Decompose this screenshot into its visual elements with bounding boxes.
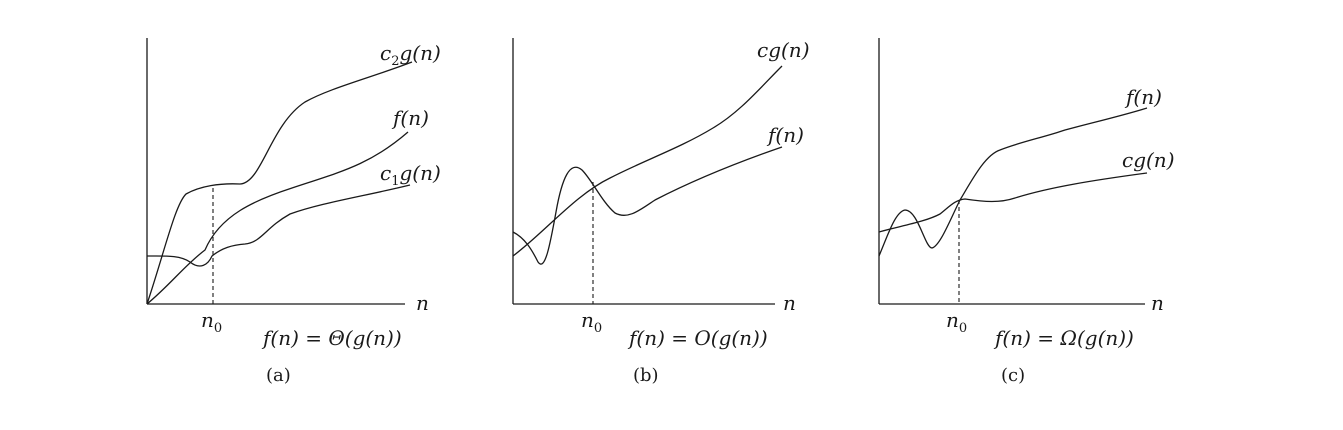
panel-a: c2g(n) f(n) c1g(n) n n0 f(n) = Θ(g(n)) (… xyxy=(146,38,441,386)
panel-c-f-curve xyxy=(878,107,1148,257)
panel-a-f-label: f(n) xyxy=(391,106,429,130)
panel-c-x-axis-label: n xyxy=(1151,291,1164,315)
panel-a-c1g-label: c1g(n) xyxy=(380,161,441,189)
panel-c-equation: f(n) = Ω(g(n)) xyxy=(993,326,1134,350)
panel-b-cg-curve xyxy=(512,65,783,257)
panel-a-equation: f(n) = Θ(g(n)) xyxy=(261,326,402,350)
panel-c-n0-label: n0 xyxy=(946,308,967,336)
panel-c-cg-label: cg(n) xyxy=(1122,148,1175,172)
panel-b-n0-label: n0 xyxy=(581,308,602,336)
panel-b-caption: (b) xyxy=(633,365,659,386)
panel-b-f-label: f(n) xyxy=(766,123,804,147)
panel-b-x-axis-label: n xyxy=(783,291,796,315)
panel-c-f-label: f(n) xyxy=(1124,85,1162,109)
panel-a-c2g-curve xyxy=(146,61,413,305)
panel-a-n0-label: n0 xyxy=(201,308,222,336)
panel-c: f(n) cg(n) n n0 f(n) = Ω(g(n)) (c) xyxy=(878,38,1175,386)
panel-c-caption: (c) xyxy=(1001,365,1025,386)
panel-b: cg(n) f(n) n n0 f(n) = O(g(n)) (b) xyxy=(512,38,810,386)
panel-b-equation: f(n) = O(g(n)) xyxy=(627,326,768,350)
panel-a-caption: (a) xyxy=(266,365,291,386)
panel-b-cg-label: cg(n) xyxy=(757,38,810,62)
panel-a-x-axis-label: n xyxy=(416,291,429,315)
panel-a-f-curve xyxy=(146,131,409,305)
panel-c-cg-curve xyxy=(878,172,1148,233)
panel-a-c1g-curve xyxy=(146,184,411,267)
panel-a-c2g-label: c2g(n) xyxy=(380,41,441,69)
panel-b-f-curve xyxy=(512,146,783,265)
